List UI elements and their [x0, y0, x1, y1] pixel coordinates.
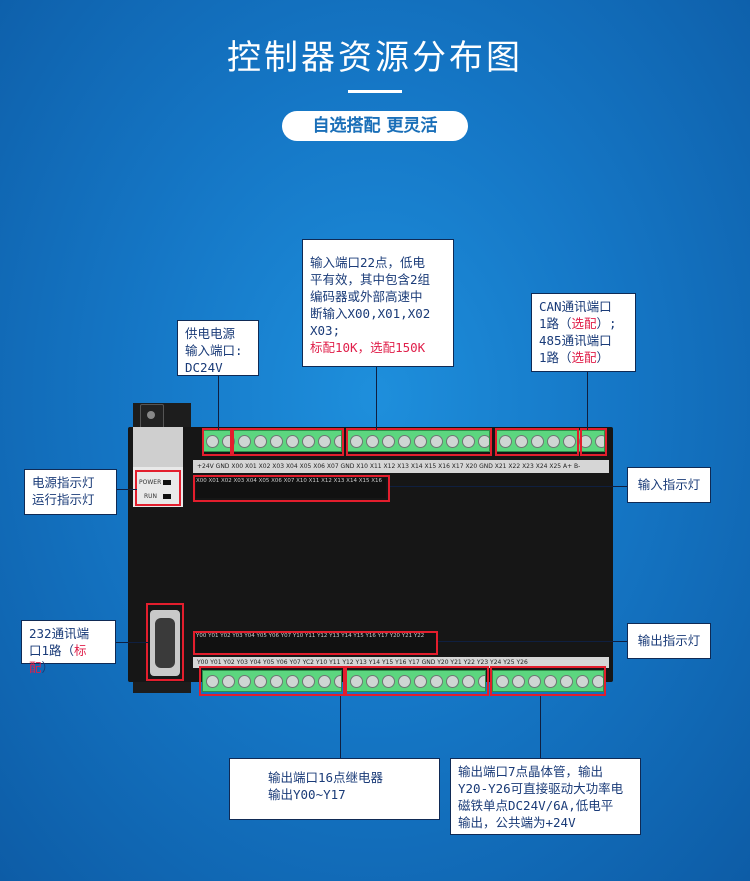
rs232-port-icon [155, 618, 175, 668]
title-underline [348, 90, 402, 93]
input-terminal-block [346, 430, 490, 452]
callout-line: DC24V [185, 360, 223, 375]
callout-line: 电源指示灯 [32, 475, 95, 490]
output-led-highlight [193, 631, 438, 655]
output-indicator-callout: 输出指示灯 [627, 623, 711, 659]
callout-line: 口1路（标配） [29, 643, 87, 675]
connector-line [438, 641, 627, 642]
relay-output-highlight-2 [345, 666, 489, 696]
connector-line [390, 486, 627, 487]
status-led-panel: POWER RUN [133, 467, 183, 507]
connector-line [540, 696, 541, 758]
connector-line [116, 642, 148, 643]
can-485-terminal-highlight [580, 428, 607, 456]
callout-line: 1路（选配）; [539, 316, 617, 331]
power-input-terminal [202, 430, 342, 452]
relay-output-callout: 输出端口16点继电器 输出Y00~Y17 [229, 758, 440, 820]
callout-line: CAN通讯端口 [539, 299, 612, 314]
connector-line [587, 372, 588, 430]
bottom-terminal-label-strip: Y00 Y01 Y02 Y03 Y04 Y05 Y06 Y07 YC2 Y10 … [193, 657, 609, 668]
top-terminal-label-strip: +24V GND X00 X01 X02 X03 X04 X05 X06 X07… [193, 460, 609, 473]
input-terminal-highlight-3 [495, 428, 579, 456]
input-led-row: X00 X01 X02 X03 X04 X05 X06 X07 X10 X11 … [196, 478, 386, 498]
power-terminal-highlight [202, 428, 232, 456]
status-led-callout: 电源指示灯 运行指示灯 [24, 469, 117, 515]
input-led-highlight [193, 475, 390, 502]
callout-line: 485通讯端口 [539, 333, 612, 348]
connector-line [376, 367, 377, 430]
callout-line: 平有效，其中包含2组 [310, 272, 431, 287]
run-led-label: RUN [144, 493, 158, 500]
rs232-callout: 232通讯端 口1路（标配） [21, 620, 116, 675]
callout-line: 1路（选配） [539, 350, 610, 365]
input-indicator-callout: 输入指示灯 [627, 467, 711, 503]
connector-line [340, 696, 341, 758]
mounting-hole-icon [147, 411, 155, 419]
digital-input-callout: 输入端口22点，低电 平有效，其中包含2组 编码器或外部高速中 断输入X00,X… [302, 239, 454, 367]
transistor-output-callout: 输出端口7点晶体管，输出 Y20-Y26可直接驱动大功率电 磁铁单点DC24V/… [450, 758, 641, 835]
callout-line: 断输入X00,X01,X02 [310, 306, 431, 321]
rs232-highlight [146, 603, 184, 681]
callout-line: 输入指示灯 [637, 477, 701, 492]
callout-line: 输出端口16点继电器 [268, 770, 384, 785]
callout-line: X03; [310, 323, 341, 338]
callout-line: 输出指示灯 [637, 633, 701, 648]
run-led-icon [163, 494, 171, 499]
status-led-highlight [135, 470, 181, 506]
connector-line [218, 375, 219, 430]
relay-output-terminal-2 [346, 670, 486, 692]
callout-line: 232通讯端 [29, 626, 90, 641]
relay-output-terminal [202, 670, 342, 692]
power-led-icon [163, 480, 171, 485]
callout-line: 输入端口: [185, 343, 243, 358]
output-led-row: Y00 Y01 Y02 Y03 Y04 Y05 Y06 Y07 Y10 Y11 … [196, 633, 436, 653]
transistor-output-highlight [490, 666, 606, 696]
callout-line: 编码器或外部高速中 [310, 289, 423, 304]
transistor-output-terminal [492, 670, 604, 692]
callout-line: 输出Y00~Y17 [268, 787, 346, 802]
callout-line: 输出，公共端为+24V [458, 815, 576, 830]
callout-line: 输入端口22点，低电 [310, 255, 426, 270]
power-led-label: POWER [139, 479, 162, 486]
callout-line: Y20-Y26可直接驱动大功率电 [458, 781, 624, 796]
device-top-panel [133, 427, 183, 467]
callout-line: 供电电源 [185, 326, 236, 341]
page-title: 控制器资源分布图 [227, 38, 523, 78]
callout-highlight: 标配10K，选配150K [310, 340, 426, 355]
relay-output-highlight [199, 666, 345, 696]
input-terminal-highlight [232, 428, 344, 456]
callout-line: 输出端口7点晶体管，输出 [458, 764, 604, 779]
can-485-callout: CAN通讯端口 1路（选配）; 485通讯端口 1路（选配） [531, 293, 636, 372]
input-terminal-highlight-2 [346, 428, 492, 456]
callout-line: 磁铁单点DC24V/6A,低电平 [458, 798, 614, 813]
power-input-callout: 供电电源 输入端口: DC24V [177, 320, 259, 376]
callout-line: 运行指示灯 [32, 492, 95, 507]
connector-line [117, 489, 137, 490]
subtitle-badge: 自选搭配 更灵活 [282, 111, 468, 141]
